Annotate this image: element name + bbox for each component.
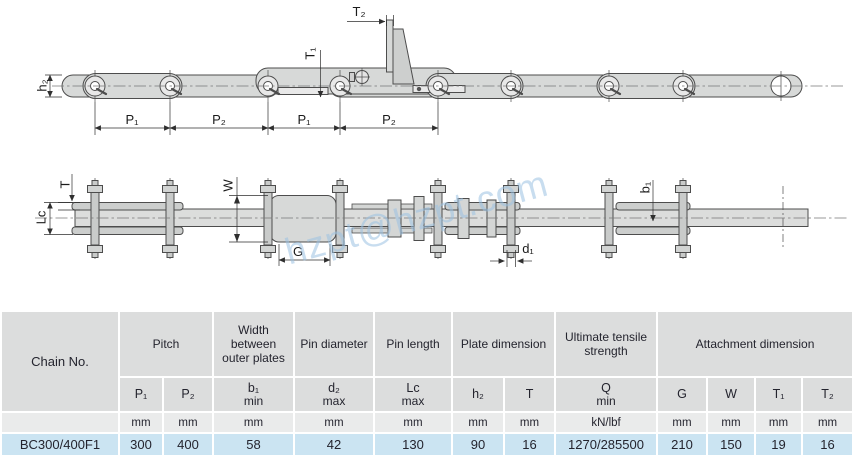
dim-label-t1: T₁ [302, 47, 318, 60]
dim-label-t2: T₂ [352, 4, 366, 19]
sub-header-h2: h₂ [451, 376, 505, 413]
side-view-dimensions [45, 15, 439, 135]
group-header-width: Width between outer plates [212, 310, 295, 378]
value-t1: 19 [754, 432, 804, 457]
dim-label-p2-first: P₂ [212, 112, 226, 127]
unit-cell-g: mm [656, 411, 709, 434]
unit-cell-t: mm [502, 411, 557, 434]
chain-no-header: Chain No. [0, 310, 120, 413]
dim-label-p1-first: P₁ [125, 112, 139, 127]
group-header-plate-dimension: Plate dimension [450, 310, 557, 378]
plan-view-pins [87, 178, 691, 259]
sub-header-w: W [706, 376, 757, 413]
group-header-pin-diameter: Pin diameter [293, 310, 375, 378]
value-t: 16 [502, 432, 557, 457]
sub-header-t2: T₂ [801, 376, 852, 413]
sub-header-t1: T₁ [754, 376, 804, 413]
sub-header-p2: P₂ [162, 376, 214, 413]
dim-label-g: G [292, 244, 304, 259]
side-view-drawing [45, 15, 846, 135]
unit-cell-t2: mm [801, 411, 852, 434]
unit-cell-t1: mm [754, 411, 804, 434]
dim-label-d1: d₁ [522, 241, 534, 256]
value-g: 210 [656, 432, 709, 457]
value-d2: 42 [293, 432, 375, 457]
plan-view-dimensions [44, 174, 656, 267]
plan-view-drawing [35, 174, 848, 267]
unit-cell-d2: mm [293, 411, 375, 434]
dim-label-b1: b₁ [637, 181, 653, 194]
spec-table: Chain No. Pitch Width between outer plat… [0, 310, 852, 457]
group-header-attachment: Attachment dimension [656, 310, 852, 378]
dim-label-t: T [57, 180, 73, 189]
value-h2: 90 [451, 432, 505, 457]
table-row: BC300/400F1 300 400 58 42 130 90 16 1270… [0, 432, 852, 457]
group-header-pitch: Pitch [118, 310, 214, 378]
dim-label-h2: h₂ [34, 79, 50, 92]
value-w: 150 [706, 432, 757, 457]
unit-cell-h2: mm [451, 411, 505, 434]
value-t2: 16 [801, 432, 852, 457]
unit-cell-b1: mm [212, 411, 295, 434]
value-b1: 58 [212, 432, 295, 457]
unit-cell-w: mm [706, 411, 757, 434]
sub-header-g: G [656, 376, 709, 413]
unit-cell-p2: mm [162, 411, 214, 434]
unit-cell-lc: mm [373, 411, 453, 434]
group-header-pin-length: Pin length [373, 310, 453, 378]
dim-label-p2-second: P₂ [382, 112, 396, 127]
sub-header-p1: P₁ [118, 376, 164, 413]
group-header-tensile-strength: Ultimate tensile strength [554, 310, 659, 378]
value-p2: 400 [162, 432, 214, 457]
dim-label-w: W [220, 179, 236, 192]
value-p1: 300 [118, 432, 164, 457]
unit-cell-empty [0, 411, 120, 434]
value-q: 1270/285500 [554, 432, 659, 457]
value-chain-no: BC300/400F1 [0, 432, 120, 457]
dim-label-lc: Lc [33, 210, 49, 225]
unit-cell-q: kN/lbf [554, 411, 659, 434]
unit-cell-p1: mm [118, 411, 164, 434]
chain-drawings [35, 15, 848, 267]
sub-header-t: T [502, 376, 557, 413]
dim-label-p1-second: P₁ [297, 112, 311, 127]
value-lc: 130 [373, 432, 453, 457]
